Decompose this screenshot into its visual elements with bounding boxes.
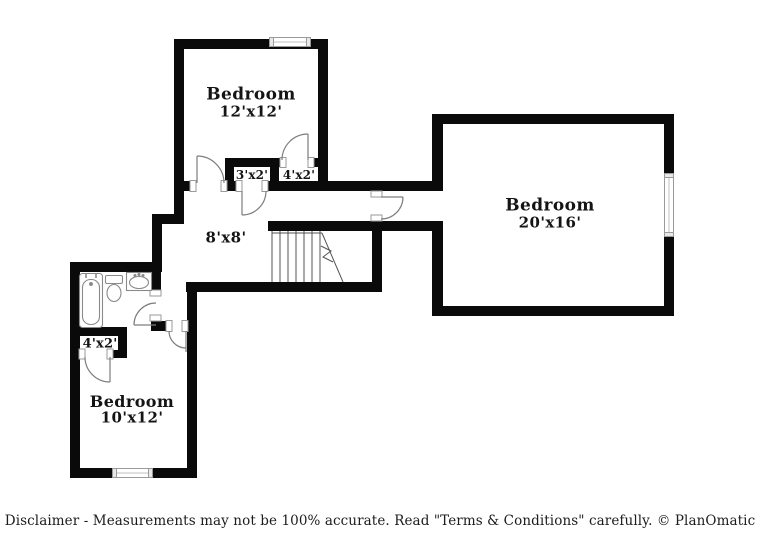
toilet-icon xyxy=(104,274,124,303)
door-jambs xyxy=(78,157,383,360)
door-swing-icon xyxy=(84,356,111,383)
sink-icon xyxy=(125,271,153,292)
room-label-bedroom-right: Bedroom xyxy=(505,195,595,216)
room-dims-bedroom-right: 20'x16' xyxy=(518,213,582,232)
room-label-bedroom-bottom: Bedroom xyxy=(89,392,175,411)
door-swing-icon xyxy=(281,133,309,161)
door-swing-icon xyxy=(196,155,225,184)
closet-dims-3x2: 3'x2' xyxy=(235,168,269,182)
door-swing-icon xyxy=(168,330,187,352)
disclaimer-text: Disclaimer - Measurements may not be 100… xyxy=(4,513,756,529)
window-icon xyxy=(112,468,153,478)
closet-dims-4x2-top: 4'x2' xyxy=(282,168,316,182)
door-swing-icon xyxy=(241,190,267,216)
closet-dims-4x2-bottom: 4'x2' xyxy=(82,336,118,352)
bathroom-fixtures xyxy=(78,271,153,329)
door-swing-icon xyxy=(133,302,157,326)
room-dims-bedroom-bottom: 10'x12' xyxy=(100,408,164,427)
door-swing-icon xyxy=(380,196,404,220)
hall-dims-label: 8'x8' xyxy=(205,228,247,247)
windows xyxy=(112,37,674,478)
stairs-icon xyxy=(271,231,344,283)
doors xyxy=(84,133,404,383)
window-icon xyxy=(664,173,674,237)
bathtub-icon xyxy=(78,272,104,329)
window-icon xyxy=(269,37,311,47)
room-dims-bedroom-top: 12'x12' xyxy=(219,102,283,121)
room-label-bedroom-top: Bedroom xyxy=(206,84,296,105)
